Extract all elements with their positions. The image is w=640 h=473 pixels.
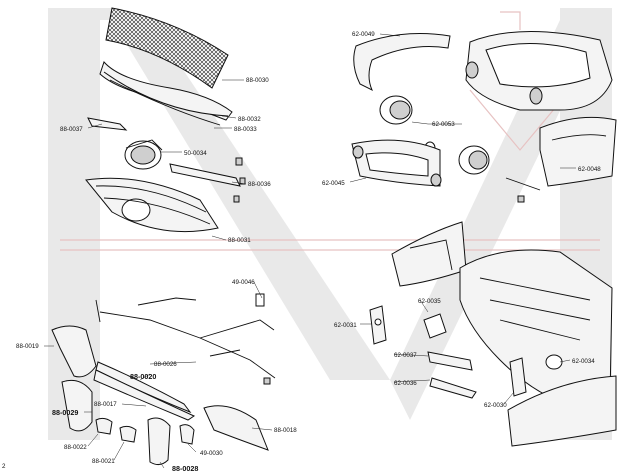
- tie-rod: [505, 177, 541, 203]
- label-88-0022: 88-0022: [64, 444, 87, 451]
- bracket-62-0031: [369, 305, 387, 345]
- grille-surround-upper: [99, 61, 233, 126]
- label-62-0048: 62-0048: [578, 166, 601, 173]
- grille-frame-88-0031: [85, 177, 219, 233]
- label-88-0020: 88-0020: [130, 372, 156, 381]
- label-62-0035: 62-0035: [418, 298, 441, 305]
- label-62-0037: 62-0037: [394, 352, 417, 359]
- bumper-end-88-0019: [51, 325, 97, 378]
- leader-lines: [44, 33, 576, 469]
- label-88-0029: 88-0029: [52, 408, 78, 417]
- label-62-0053: 62-0053: [432, 121, 455, 128]
- grille-mesh: [105, 7, 229, 89]
- bush-62-0035: [423, 313, 447, 339]
- label-49-0030: 49-0030: [200, 450, 223, 457]
- bumper-brackets: [95, 293, 276, 385]
- label-88-0031: 88-0031: [228, 237, 251, 244]
- overrider-88-0028: [147, 417, 171, 466]
- part-labels: 88-0030 88-0032 88-0033 88-0037 50-0034 …: [2, 31, 601, 473]
- clip-49-0030: [179, 424, 195, 445]
- label-62-0034: 62-0034: [572, 358, 595, 365]
- bumper-bar: [93, 361, 196, 421]
- strip-62-0036: [429, 377, 477, 399]
- bumper-end-88-0029: [61, 379, 93, 432]
- bracket-62-0030: [509, 357, 527, 397]
- label-62-0030: 62-0030: [484, 402, 507, 409]
- guards-small: [95, 417, 137, 443]
- edge-mark: 2: [2, 463, 6, 470]
- label-88-0036: 88-0036: [248, 181, 271, 188]
- wing-panel-62-0048: [539, 116, 617, 187]
- label-62-0045: 62-0045: [322, 180, 345, 187]
- label-88-0019: 88-0019: [16, 343, 39, 350]
- label-49-0046: 49-0046: [232, 279, 255, 286]
- inner-structure: [391, 221, 617, 447]
- spacer-62-0034: [545, 354, 563, 370]
- label-88-0033: 88-0033: [234, 126, 257, 133]
- label-62-0049: 62-0049: [352, 31, 375, 38]
- headlamp-buckets-62-0053: [379, 95, 490, 175]
- front-body-shell: [465, 31, 613, 111]
- nose-panel-62-0049: [353, 33, 451, 92]
- valance-62-0045: [351, 139, 442, 187]
- strip-62-0037: [427, 351, 473, 371]
- air-duct-50-0034: [124, 139, 163, 170]
- label-50-0034: 50-0034: [184, 150, 207, 157]
- bumper-end-88-0018: [203, 405, 269, 451]
- bracket-88-0036: [169, 157, 246, 203]
- label-88-0032: 88-0032: [238, 116, 261, 123]
- label-62-0036: 62-0036: [394, 380, 417, 387]
- label-62-0031: 62-0031: [334, 322, 357, 329]
- label-88-0017: 88-0017: [94, 401, 117, 408]
- label-88-0028: 88-0028: [172, 464, 198, 473]
- label-88-0018: 88-0018: [274, 427, 297, 434]
- mounting-strip-88-0037: [87, 117, 128, 131]
- label-88-0021: 88-0021: [92, 458, 115, 465]
- label-88-0026: 88-0026: [154, 361, 177, 368]
- label-88-0037: 88-0037: [60, 126, 83, 133]
- label-88-0030: 88-0030: [246, 77, 269, 84]
